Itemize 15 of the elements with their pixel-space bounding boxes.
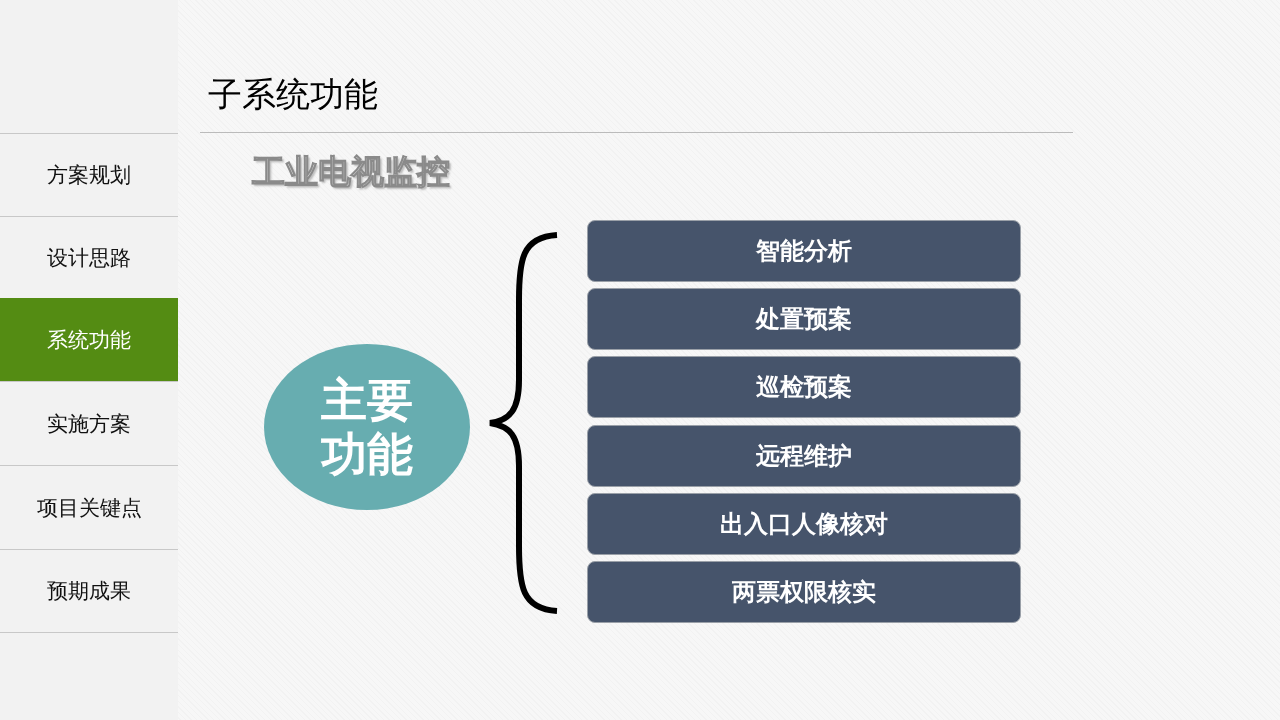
function-ellipse (264, 344, 470, 510)
menu-item: 项目关键点 (0, 465, 178, 549)
subtitle: 工业电视监控 (252, 151, 450, 193)
function-box: 智能分析 (587, 220, 1021, 282)
active-menu-item: 系统功能 (0, 298, 178, 381)
function-box: 处置预案 (587, 288, 1021, 350)
menu-item: 预期成果 (0, 549, 178, 632)
menu-item: 方案规划 (0, 133, 178, 216)
function-box: 出入口人像核对 (587, 493, 1021, 555)
page-title: 子系统功能 (208, 73, 378, 116)
function-box: 两票权限核实 (587, 561, 1021, 623)
function-box: 巡检预案 (587, 356, 1021, 418)
function-box: 远程维护 (587, 425, 1021, 487)
menu-item: 实施方案 (0, 381, 178, 465)
ellipse-label: 主要功能 (320, 373, 414, 481)
